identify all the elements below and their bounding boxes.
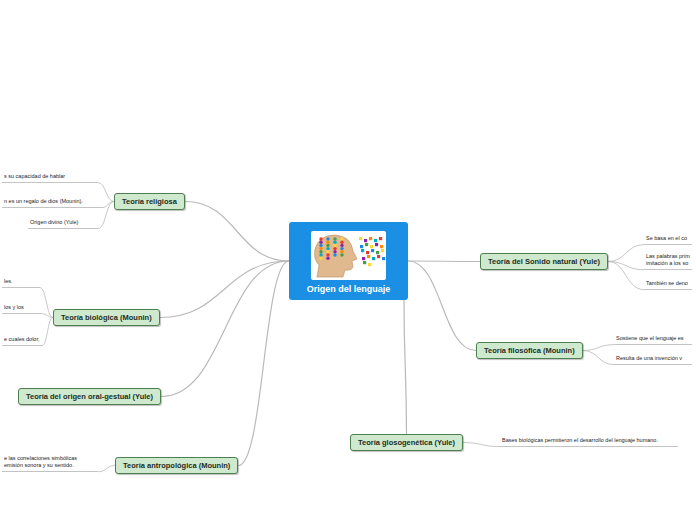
topic-text: También se deno: [646, 280, 690, 287]
leaf-topic: n es un regalo de dios (Mounin).: [2, 197, 102, 208]
branch-topic: Teoría antropológica (Mounin): [115, 457, 238, 474]
branch-topic: Teoría biológica (Mounin): [53, 309, 160, 326]
topic-text: Sostiene que el lenguaje es: [616, 335, 690, 342]
topic-text: Se basa en el co: [646, 235, 690, 242]
branch-connector: [408, 261, 476, 351]
topic-text: Teoría antropológica (Mounin): [123, 461, 230, 470]
branch-connector: [583, 345, 614, 351]
branch-topic: Teoría filosófica (Mounin): [476, 342, 583, 359]
head-illustration: [311, 231, 386, 280]
topic-text: Teoría biológica (Mounin): [61, 313, 152, 322]
branch-connector: [185, 202, 289, 262]
branch-connector: [608, 262, 644, 290]
branch-topic: Teoría del origen oral-gestual (Yule): [18, 388, 161, 405]
topic-text: e cuales dolor,: [4, 336, 40, 343]
leaf-topic: s su capacidad de hablar: [2, 172, 98, 183]
topic-text: Las palabras prim imitación a los so: [646, 253, 690, 267]
branch-connector: [238, 261, 289, 466]
branch-connector: [98, 202, 114, 229]
leaf-topic: Resulta de una invención v: [614, 354, 692, 365]
branch-connector: [608, 245, 644, 262]
branch-topic: Teoría del Sonido natural (Yule): [480, 253, 608, 270]
topic-text: Teoría religiosa: [122, 197, 177, 206]
leaf-topic: les.: [2, 277, 40, 288]
topic-text: Teoría del Sonido natural (Yule): [488, 257, 600, 266]
branch-topic: Teoría religiosa: [114, 193, 185, 210]
topic-text: e las correlaciones simbólicas emisión s…: [4, 455, 96, 469]
topic-text: n es un regalo de dios (Mounin).: [4, 198, 100, 205]
branch-connector: [42, 314, 53, 318]
leaf-topic: los y los: [2, 303, 42, 314]
branch-connector: [98, 466, 115, 472]
leaf-topic: Origen divino (Yule): [28, 218, 98, 229]
branch-connector: [583, 351, 614, 365]
branch-connector: [98, 183, 114, 202]
topic-text: Origen divino (Yule): [30, 219, 96, 226]
topic-text: Teoría del origen oral-gestual (Yule): [26, 392, 153, 401]
branch-topic: Teoría glosogenética (Yule): [350, 434, 463, 451]
topic-text: los y los: [4, 304, 40, 311]
topic-text: Origen del lenguaje: [289, 284, 408, 294]
leaf-topic: Sostiene que el lenguaje es: [614, 334, 692, 345]
topic-text: les.: [4, 278, 38, 285]
topic-text: Resulta de una invención v: [616, 355, 690, 362]
topic-text: Teoría filosófica (Mounin): [484, 346, 575, 355]
leaf-topic: Se basa en el co: [644, 234, 692, 245]
branch-connector: [463, 443, 500, 447]
topic-text: s su capacidad de hablar: [4, 173, 96, 180]
branch-connector: [161, 261, 289, 397]
leaf-topic: e cuales dolor,: [2, 335, 42, 346]
topic-text: Teoría glosogenética (Yule): [358, 438, 455, 447]
leaf-topic: Las palabras prim imitación a los so: [644, 252, 692, 270]
branch-connector: [408, 260, 480, 262]
leaf-topic: Bases biológicas permitieron el desarrol…: [500, 436, 678, 447]
topic-text: Bases biológicas permitieron el desarrol…: [502, 437, 676, 444]
leaf-topic: e las correlaciones simbólicas emisión s…: [2, 454, 98, 472]
branch-connector: [42, 318, 53, 346]
branch-connector: [160, 261, 289, 318]
branch-connector: [404, 300, 406, 434]
central-topic: Origen del lenguaje: [289, 222, 408, 300]
leaf-topic: También se deno: [644, 279, 692, 290]
